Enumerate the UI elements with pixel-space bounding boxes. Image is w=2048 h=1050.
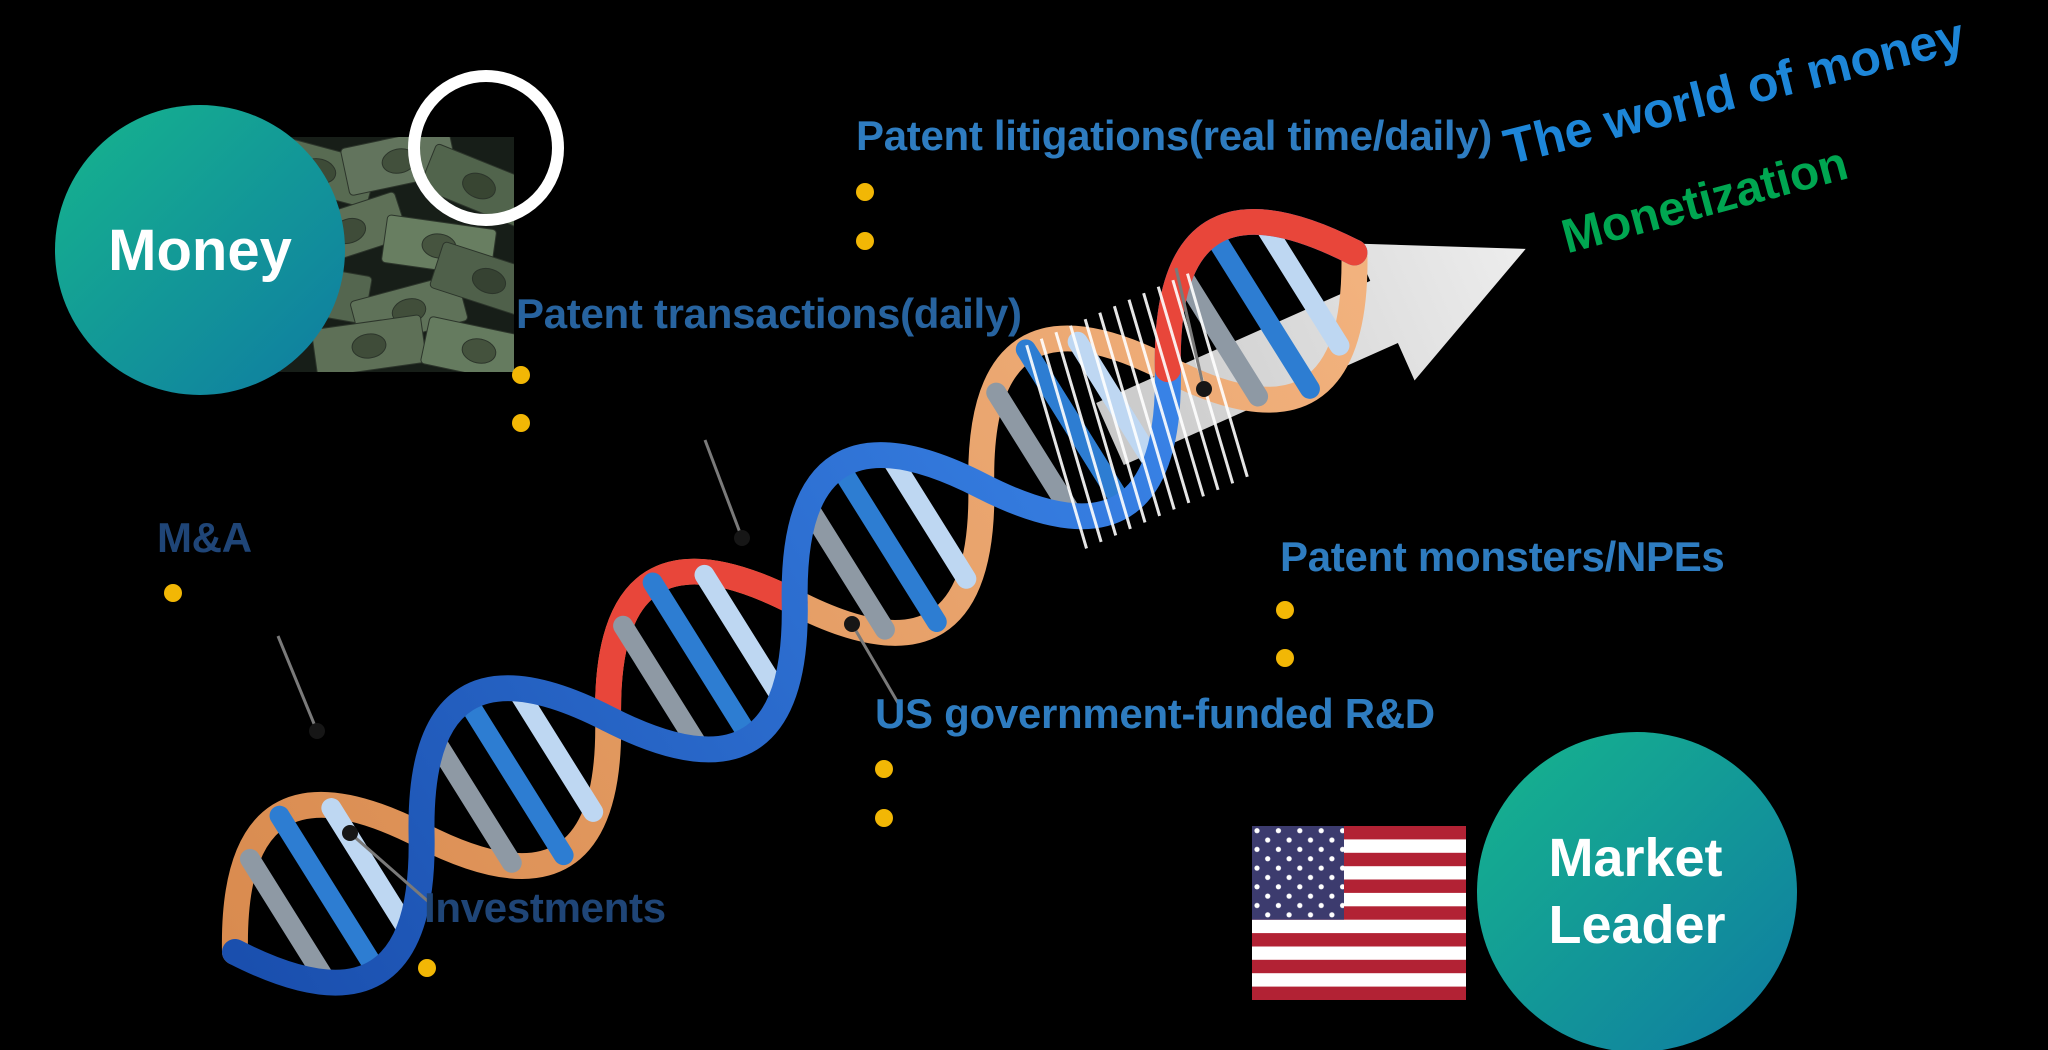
connector-lines: [276, 267, 1206, 906]
helix-strand-red-top: [1154, 208, 1368, 383]
gold-dot: [875, 809, 893, 827]
market-leader-node: Market Leader: [1477, 732, 1797, 1050]
gold-dot: [418, 959, 436, 977]
gold-dot: [1276, 649, 1294, 667]
connector-dots: [309, 381, 1212, 841]
market-leader-line2: Leader: [1548, 895, 1726, 955]
market-leader-line1: Market: [1548, 827, 1723, 888]
market-leader-label: Market Leader: [1548, 825, 1725, 960]
gold-dot: [512, 366, 530, 384]
money-node: Money: [55, 105, 345, 395]
gold-dot: [164, 584, 182, 602]
gold-dot: [875, 760, 893, 778]
money-node-label: Money: [108, 217, 292, 283]
label-patent-litigations: Patent litigations(real time/daily): [856, 112, 1492, 159]
gold-dot: [856, 232, 874, 250]
growth-arrow: [1096, 243, 1526, 466]
us-flag-art: [1252, 826, 1466, 1000]
label-patent-transactions: Patent transactions(daily): [516, 290, 1022, 337]
label-ma: M&A: [157, 514, 252, 561]
gold-dot: [856, 183, 874, 201]
gold-dot: [1276, 601, 1294, 619]
dna-helix: [221, 208, 1368, 996]
label-us-gov-rd: US government-funded R&D: [875, 690, 1435, 737]
label-patent-monsters: Patent monsters/NPEs: [1280, 533, 1725, 580]
gold-dot: [512, 414, 530, 432]
label-investments: Investments: [424, 884, 666, 931]
helix-rungs: [239, 215, 1350, 990]
circle-annotation: [408, 70, 564, 226]
us-flag: [1252, 826, 1466, 1000]
